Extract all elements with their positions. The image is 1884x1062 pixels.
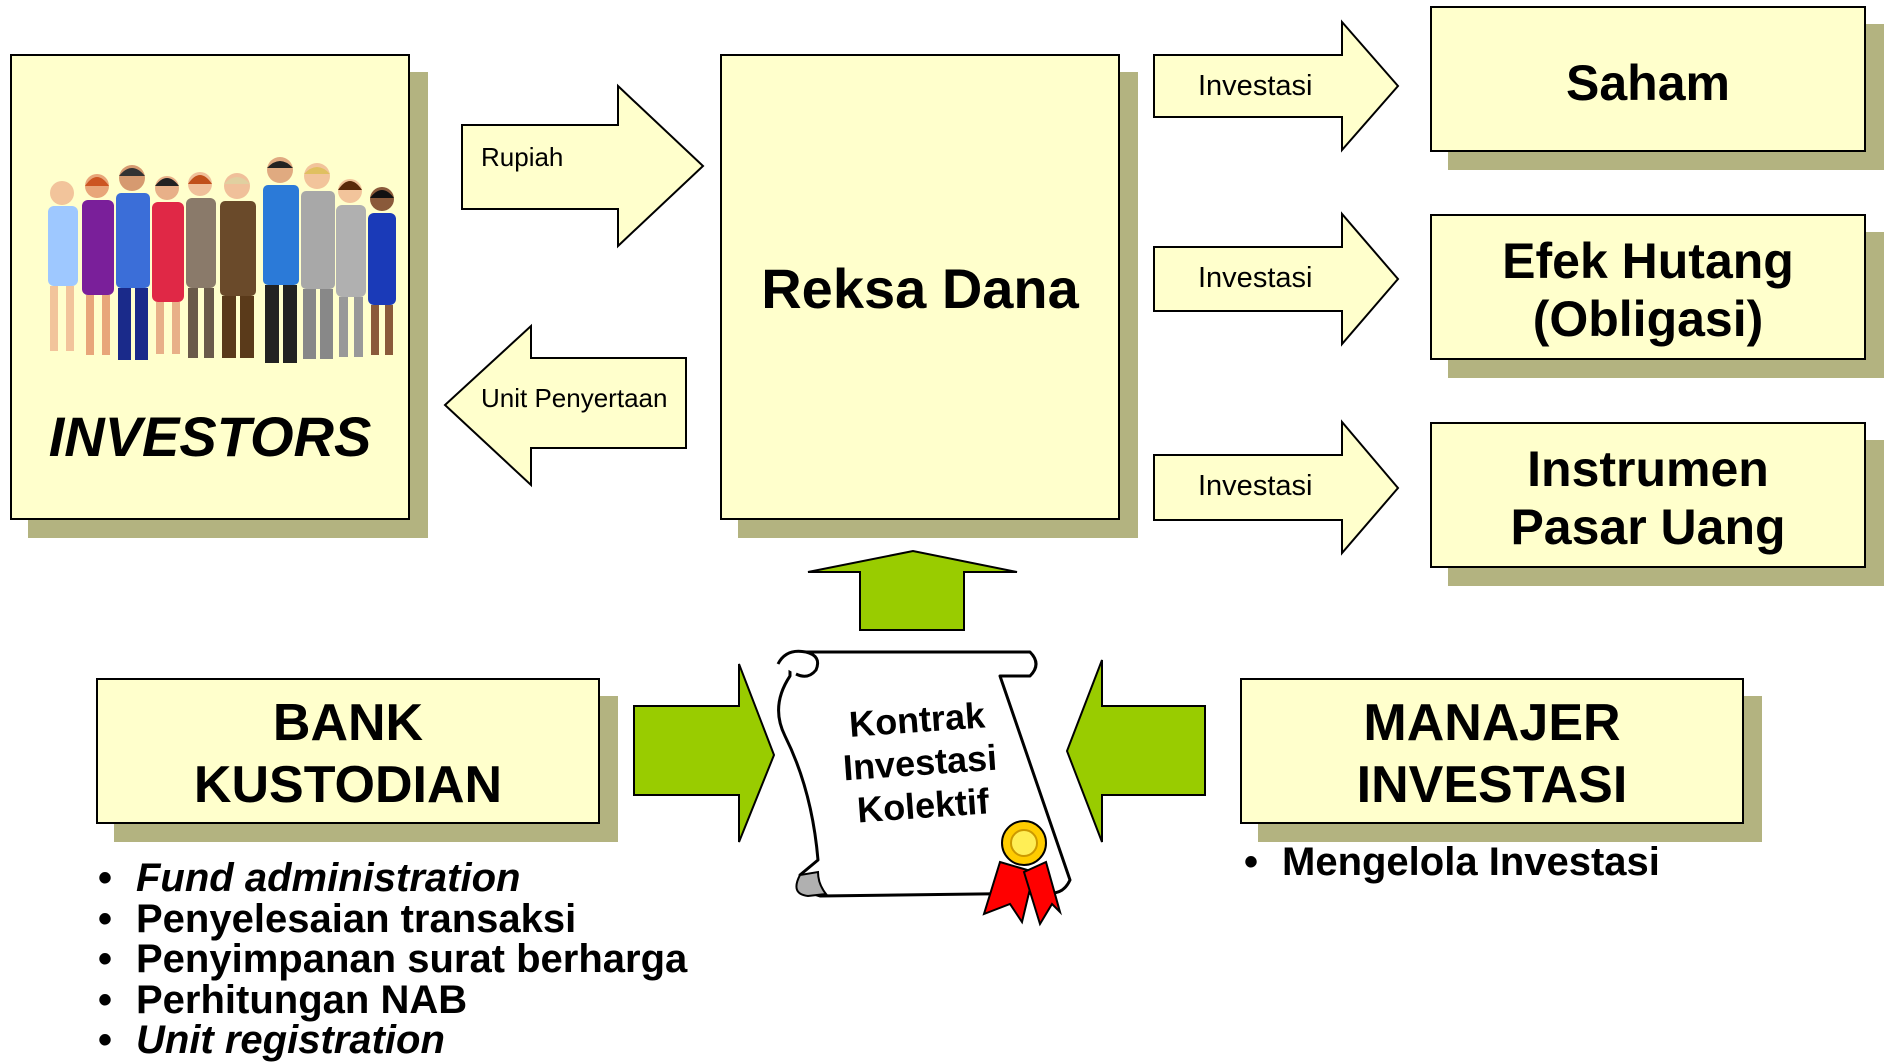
rupiah-arrow xyxy=(461,83,705,249)
person-figure xyxy=(368,187,396,355)
manajer-investasi-box: MANAJER INVESTASI xyxy=(1240,678,1744,824)
bank-duties-list: •Fund administration •Penyelesaian trans… xyxy=(98,858,687,1061)
investasi-arrow-obligasi xyxy=(1153,211,1400,347)
efek-hutang-line-2: (Obligasi) xyxy=(1532,291,1764,347)
investors-box: INVESTORS xyxy=(10,54,410,520)
person-figure xyxy=(301,163,335,359)
bank-duty-item: •Perhitungan NAB xyxy=(98,977,468,1022)
bank-kustodian-label: BANK KUSTODIAN xyxy=(98,692,598,816)
person-figure xyxy=(116,165,150,360)
investors-label: INVESTORS xyxy=(48,405,372,468)
saham-box: Saham xyxy=(1430,6,1866,152)
reksa-dana-box: Reksa Dana xyxy=(720,54,1120,520)
reksa-dana-label: Reksa Dana xyxy=(761,257,1079,320)
bullet-dot: • xyxy=(98,1018,113,1062)
bullet-dot: • xyxy=(98,937,113,981)
person-figure xyxy=(82,174,114,355)
manajer-line-2: INVESTASI xyxy=(1356,756,1628,814)
pasar-uang-label: Instrumen Pasar Uang xyxy=(1432,440,1864,556)
unit-penyertaan-label: Unit Penyertaan xyxy=(481,383,668,413)
contract-scroll xyxy=(776,649,1072,898)
manajer-investasi-label: MANAJER INVESTASI xyxy=(1242,692,1742,816)
bank-line-1: BANK xyxy=(272,694,424,752)
investasi-label-pasar-uang: Investasi xyxy=(1198,470,1313,502)
bank-duty-item: •Fund administration xyxy=(98,856,521,900)
bank-duty-item: •Penyelesaian transaksi xyxy=(98,896,577,941)
bank-duty-item: •Penyimpanan surat berharga xyxy=(98,937,688,981)
seal-ribbon xyxy=(982,820,1062,927)
green-arrow-from-bank xyxy=(633,663,776,843)
pasar-uang-line-1: Instrumen xyxy=(1527,441,1769,497)
investasi-label-saham: Investasi xyxy=(1198,70,1313,102)
pasar-uang-box: Instrumen Pasar Uang xyxy=(1430,422,1866,568)
pasar-uang-line-2: Pasar Uang xyxy=(1510,499,1786,555)
saham-label: Saham xyxy=(1566,55,1730,111)
manajer-duty-item: •Mengelola Investasi xyxy=(1244,840,1660,884)
person-figure xyxy=(336,179,366,357)
bullet-dot: • xyxy=(98,896,113,941)
green-arrow-from-manajer xyxy=(1065,659,1206,843)
bullet-dot: • xyxy=(98,856,113,900)
investors-people-illustration xyxy=(48,157,396,363)
bullet-dot: • xyxy=(98,977,113,1022)
contract-text: Kontrak Investasi Kolektif xyxy=(826,692,1015,833)
manajer-line-1: MANAJER xyxy=(1363,694,1621,752)
bullet-dot: • xyxy=(1244,840,1259,884)
investasi-arrow-saham xyxy=(1153,19,1400,153)
bank-line-2: KUSTODIAN xyxy=(193,756,503,814)
bank-duty-item: •Unit registration xyxy=(98,1018,445,1062)
efek-hutang-line-1: Efek Hutang xyxy=(1502,233,1794,289)
efek-hutang-label: Efek Hutang (Obligasi) xyxy=(1432,232,1864,348)
unit-penyertaan-arrow xyxy=(443,323,687,488)
investasi-label-obligasi: Investasi xyxy=(1198,262,1313,294)
green-up-arrow xyxy=(807,549,1018,631)
rupiah-label: Rupiah xyxy=(481,142,564,172)
person-figure xyxy=(48,181,78,351)
person-figure xyxy=(220,173,256,358)
person-figure xyxy=(263,157,299,363)
person-figure xyxy=(186,172,216,358)
efek-hutang-box: Efek Hutang (Obligasi) xyxy=(1430,214,1866,360)
investasi-arrow-pasar-uang xyxy=(1153,419,1400,556)
person-figure xyxy=(152,176,184,354)
bank-kustodian-box: BANK KUSTODIAN xyxy=(96,678,600,824)
manajer-duties-list: •Mengelola Investasi xyxy=(1244,842,1660,883)
